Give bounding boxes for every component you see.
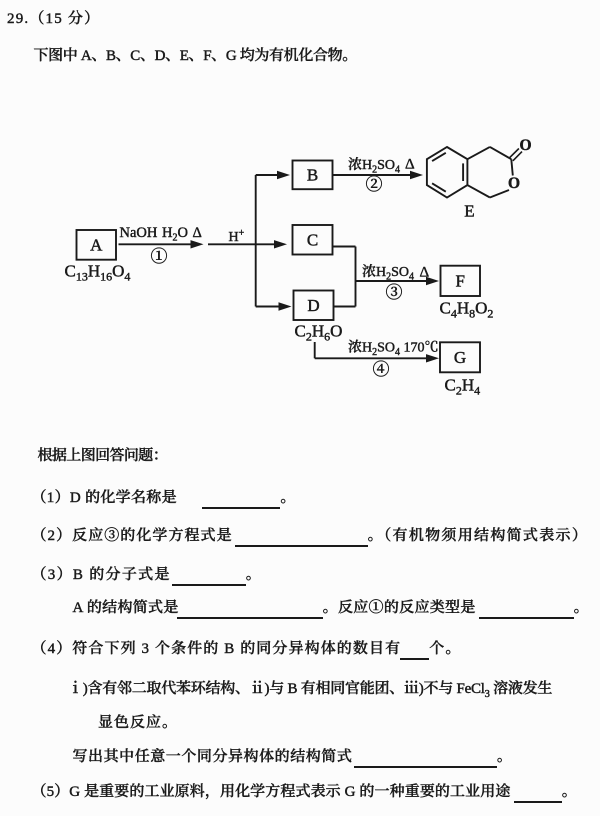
svg-text:C2​H4​: C2​H4​: [445, 376, 481, 398]
svg-text:③: ③: [386, 283, 403, 302]
svg-text:①: ①: [151, 247, 168, 266]
svg-text:浓H2SO4​: 浓H2SO4​: [362, 264, 414, 283]
svg-text:H+: H+: [229, 228, 245, 245]
svg-text:A: A: [90, 236, 103, 255]
svg-text:B: B: [307, 166, 318, 185]
svg-text:G: G: [454, 348, 466, 367]
svg-text:C4​H8​O2​: C4​H8​O2​: [440, 299, 494, 321]
svg-text:NaOH H2O Δ: NaOH H2O Δ: [120, 225, 202, 244]
svg-text:O: O: [508, 175, 520, 192]
svg-text:②: ②: [366, 175, 383, 194]
svg-text:浓H2SO4​: 浓H2SO4​: [348, 157, 400, 176]
svg-text:浓H2SO4​ 170℃: 浓H2SO4​ 170℃: [348, 340, 439, 359]
svg-text:C13​H16​O4​: C13​H16​O4​: [65, 262, 131, 284]
svg-text:E: E: [464, 202, 474, 221]
svg-text:④: ④: [373, 360, 390, 379]
svg-text:Δ: Δ: [420, 265, 430, 281]
svg-text:F: F: [456, 272, 465, 291]
svg-text:D: D: [307, 296, 319, 315]
svg-text:O: O: [519, 137, 531, 154]
svg-text:C2​H6​O: C2​H6​O: [295, 322, 343, 344]
svg-text:C: C: [307, 230, 318, 249]
svg-text:Δ: Δ: [405, 157, 415, 173]
